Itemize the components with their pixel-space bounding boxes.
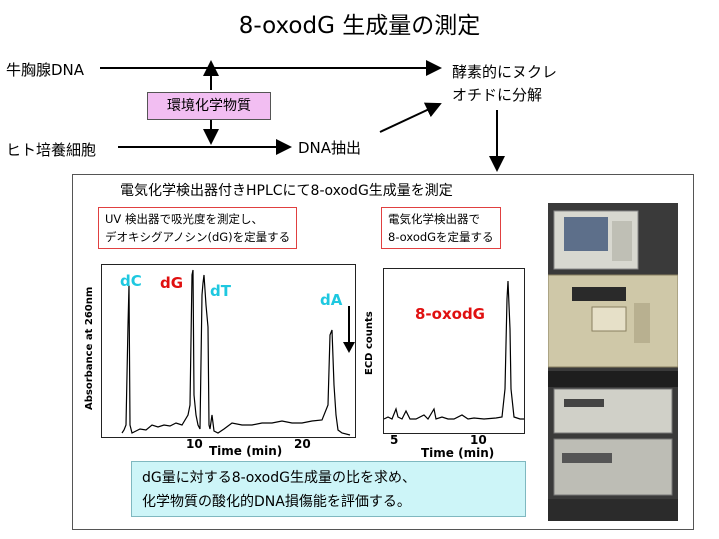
uv-chromatogram: [101, 264, 356, 438]
ecd-note-line1: 電気化学検出器で: [388, 212, 480, 226]
uv-tick-10: 10: [186, 437, 203, 451]
env-chemical-box: 環境化学物質: [147, 92, 271, 120]
uv-tick-20: 20: [294, 437, 311, 451]
ecd-note: 電気化学検出器で 8-oxodGを定量する: [381, 207, 501, 249]
arrow-extract-to-enzyme: [379, 102, 442, 133]
ecd-chromatogram: [383, 268, 525, 434]
summary-box: dG量に対する8-oxodG生成量の比を求め、 化学物質の酸化的DNA損傷能を評…: [131, 461, 526, 517]
uv-ylabel: Absorbance at 260nm: [84, 286, 95, 410]
ecd-trace: [383, 280, 524, 420]
uv-xlabel: Time (min): [209, 444, 283, 458]
da-arrow: [343, 306, 355, 353]
uv-note-line2: デオキシグアノシン(dG)を定量する: [105, 230, 291, 244]
hplc-box-title: 電気化学検出器付きHPLCにて8-oxodG生成量を測定: [120, 183, 453, 199]
summary-line1: dG量に対する8-oxodG生成量の比を求め、: [142, 470, 416, 486]
peak-label-dt: dT: [210, 282, 231, 300]
dna-extraction-label: DNA抽出: [298, 139, 362, 157]
hplc-box: [72, 174, 694, 530]
uv-trace: [121, 269, 351, 436]
enzymatic-line1: 酵素的にヌクレ: [452, 63, 558, 81]
ecd-ylabel: ECD counts: [364, 311, 375, 375]
ecd-tick-5: 5: [390, 433, 399, 447]
uv-note-line1: UV 検出器で吸光度を測定し、: [105, 212, 263, 226]
peak-label-8oxodg: 8-oxodG: [415, 305, 485, 323]
peak-label-dc: dC: [120, 272, 142, 290]
summary-line2: 化学物質の酸化的DNA損傷能を評価する。: [142, 494, 411, 510]
peak-label-da: dA: [320, 291, 343, 309]
ecd-xlabel: Time (min): [421, 446, 495, 460]
page-title: 8-oxodG 生成量の測定: [238, 13, 481, 39]
hplc-instrument-photo: [548, 203, 678, 521]
enzymatic-line2: オチドに分解: [452, 86, 543, 104]
bovine-dna-label: 牛胸腺DNA: [6, 61, 85, 79]
peak-label-dg: dG: [160, 274, 184, 292]
uv-note: UV 検出器で吸光度を測定し、 デオキシグアノシン(dG)を定量する: [98, 207, 298, 249]
ecd-tick-10: 10: [470, 433, 487, 447]
ecd-note-line2: 8-oxodGを定量する: [388, 230, 494, 244]
human-cells-label: ヒト培養細胞: [6, 141, 97, 159]
